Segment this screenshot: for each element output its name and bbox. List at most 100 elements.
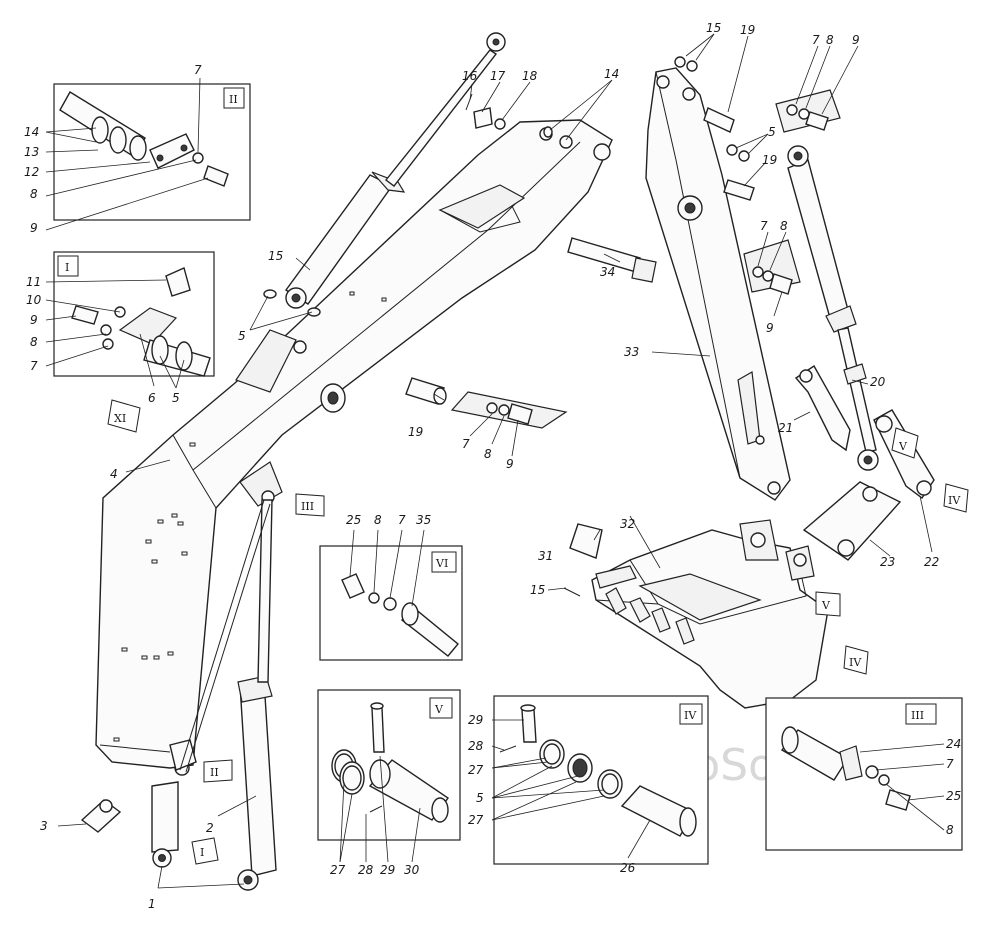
label-27-b: 27: [468, 763, 484, 777]
bucket-cylinder-20: [787, 145, 879, 471]
label-10: 10: [26, 293, 42, 307]
label-8-e: 8: [484, 447, 492, 461]
label-8-c: 8: [826, 33, 834, 47]
link-21: [794, 364, 851, 452]
label-9-c: 9: [852, 33, 860, 47]
tag-label-IV-b: IV: [849, 656, 862, 669]
label-2: 2: [206, 821, 214, 835]
label-14-a: 14: [24, 125, 39, 139]
boom-cylinder-1: [151, 499, 271, 868]
detail-box-II: [53, 83, 251, 221]
label-8-d: 8: [780, 219, 788, 233]
label-5-b: 5: [238, 329, 246, 343]
rocker-23: [802, 481, 902, 561]
label-19-b: 19: [762, 153, 777, 167]
label-16: 16: [462, 69, 478, 83]
bolt-set-top: [775, 89, 841, 133]
pin-34: [567, 237, 657, 283]
label-11: 11: [26, 275, 41, 289]
label-6: 6: [148, 391, 156, 405]
label-9-e: 9: [506, 457, 514, 471]
label-9-a: 9: [30, 221, 38, 235]
label-7-b: 7: [30, 359, 38, 373]
label-8-a: 8: [30, 187, 38, 201]
label-7-f: 7: [398, 513, 406, 527]
tag-label-IV-a: IV: [948, 494, 961, 507]
label-4: 4: [110, 467, 118, 481]
label-34: 34: [600, 265, 615, 279]
box-label-VI: VI: [435, 557, 448, 570]
label-26: 26: [620, 861, 636, 875]
detail-box-VI: [319, 545, 463, 661]
leader-lines: [45, 33, 945, 889]
label-19-c: 19: [408, 425, 423, 439]
label-12: 12: [24, 165, 39, 179]
label-25-a: 25: [346, 513, 361, 527]
label-25-b: 25: [946, 789, 961, 803]
label-35: 35: [416, 513, 431, 527]
grease-fitting-3: [80, 799, 122, 833]
label-9-b: 9: [30, 313, 38, 327]
label-28-a: 28: [358, 863, 374, 877]
label-29-a: 29: [380, 863, 395, 877]
label-29-b: 29: [468, 713, 483, 727]
box-label-II: II: [229, 93, 238, 106]
label-7-a: 7: [194, 63, 202, 77]
label-27-c: 27: [468, 813, 484, 827]
arm-33: [645, 67, 791, 501]
label-17: 17: [490, 69, 506, 83]
label-5-d: 5: [476, 791, 484, 805]
label-14-b: 14: [604, 67, 619, 81]
label-7-d: 7: [760, 219, 768, 233]
cotter-15: [563, 587, 581, 597]
label-28-b: 28: [468, 739, 484, 753]
detail-box-I: [53, 251, 215, 377]
label-8-f: 8: [374, 513, 382, 527]
label-7-e: 7: [462, 437, 470, 451]
boom-cylinder-15: [284, 32, 506, 309]
box-label-V: V: [434, 703, 444, 716]
box-label-IV: IV: [684, 709, 697, 722]
label-9-d: 9: [766, 321, 774, 335]
tag-label-XI: XI: [114, 412, 126, 425]
label-13: 13: [24, 145, 39, 159]
tag-label-II: II: [210, 766, 219, 779]
label-21: 21: [778, 421, 793, 435]
detail-box-V: [317, 689, 461, 841]
box-label-I: I: [65, 261, 69, 274]
loose-parts-top: [263, 56, 755, 317]
label-5-a: 5: [172, 391, 180, 405]
pin-19-middle: [405, 377, 568, 429]
label-20: 20: [870, 375, 886, 389]
tag-label-V-b: V: [821, 599, 831, 612]
label-7-g: 7: [946, 757, 954, 771]
tag-label-III: III: [301, 500, 314, 513]
label-15-b: 15: [706, 21, 721, 35]
label-18: 18: [522, 69, 538, 83]
bucket-32: [591, 519, 829, 709]
label-7-c: 7: [812, 33, 820, 47]
label-3: 3: [40, 819, 48, 833]
label-27-a: 27: [330, 863, 346, 877]
tag-label-V-a: V: [898, 440, 908, 453]
label-22: 22: [924, 555, 939, 569]
label-19-a: 19: [740, 23, 755, 37]
label-15-c: 15: [530, 583, 545, 597]
label-30: 30: [404, 863, 420, 877]
tag-label-I: I: [200, 846, 204, 859]
detail-box-IV: [493, 695, 709, 865]
detail-box-III: [765, 697, 963, 851]
label-24: 24: [946, 737, 961, 751]
boom-4: [95, 119, 613, 776]
label-1: 1: [148, 897, 156, 911]
roman-numeral-labels: II I VI V IV III XI III II I V IV V IV: [65, 93, 961, 859]
label-15-a: 15: [268, 249, 283, 263]
label-33: 33: [624, 345, 639, 359]
label-8-b: 8: [30, 335, 38, 349]
tooth-31: [569, 523, 603, 559]
label-31: 31: [538, 549, 553, 563]
label-5-c: 5: [768, 125, 776, 139]
label-8-g: 8: [946, 823, 954, 837]
bolt-set-right: [743, 239, 801, 295]
